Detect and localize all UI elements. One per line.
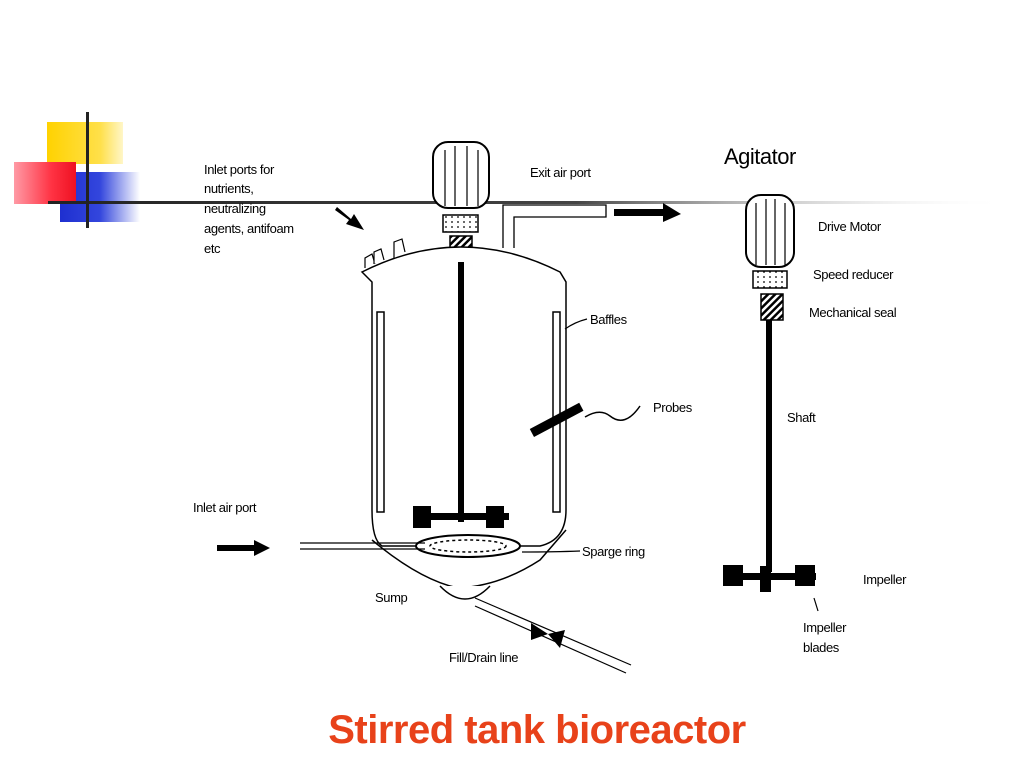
slide-title: Stirred tank bioreactor	[328, 708, 746, 752]
agitator-impeller-blade-right	[795, 565, 815, 586]
agitator	[723, 194, 819, 612]
drain-valve	[531, 623, 565, 648]
inlet-ports-arrow	[335, 207, 364, 230]
tank	[300, 141, 641, 674]
inlet-ports-label-line-3: neutralizing	[204, 201, 266, 216]
speed-reducer-label: Speed reducer	[813, 267, 894, 282]
inlet-ports-label-line-1: Inlet ports for	[204, 162, 275, 177]
tank-speed-reducer	[442, 214, 479, 233]
exit-air-arrow	[614, 203, 681, 222]
leader-lines	[521, 318, 588, 553]
drain-line-bottom	[474, 605, 627, 674]
tank-sump	[439, 585, 491, 600]
drive-motor-label: Drive Motor	[818, 219, 882, 234]
inlet-air-arrow	[217, 540, 270, 556]
inlet-ports-label-line-2: nutrients,	[204, 181, 253, 196]
fill-drain-line-label: Fill/Drain line	[449, 650, 518, 665]
inlet-ports-label-line-5: etc	[204, 241, 221, 256]
sparge-ring-label: Sparge ring	[582, 544, 645, 559]
shaft-label: Shaft	[787, 410, 816, 425]
baffles-label: Baffles	[590, 312, 628, 327]
decor-yellow-block	[47, 122, 123, 164]
baffle-left	[376, 311, 385, 513]
agitator-speed-reducer	[752, 270, 788, 289]
sump-label: Sump	[375, 590, 408, 605]
mechanical-seal-label: Mechanical seal	[809, 305, 897, 320]
probes-label: Probes	[653, 400, 693, 415]
exit-air-port-label: Exit air port	[530, 165, 591, 180]
labels: Inlet ports for nutrients, neutralizing …	[193, 144, 908, 665]
drain-line-top	[474, 597, 632, 666]
baffle-right	[552, 311, 561, 513]
inlet-ports-label-line-4: agents, antifoam	[204, 221, 294, 236]
tank-shaft	[458, 262, 464, 522]
agitator-impeller-blade-left	[723, 565, 743, 586]
tank-impeller-blade-right	[486, 506, 504, 528]
agitator-motor	[745, 194, 795, 268]
impeller-label: Impeller	[863, 572, 907, 587]
impeller-blades-leader	[813, 597, 819, 612]
agitator-mechanical-seal	[760, 293, 784, 321]
tank-motor	[432, 141, 490, 209]
agitator-label: Agitator	[724, 144, 796, 169]
tank-impeller-blade-left	[413, 506, 431, 528]
inlet-air-port-label: Inlet air port	[193, 500, 257, 515]
decor-vertical-rule	[86, 112, 89, 228]
agitator-impeller-blade-mid	[760, 566, 771, 592]
decor-horizontal-rule	[48, 201, 1008, 204]
impeller-blades-label-line-1: Impeller	[803, 620, 847, 635]
impeller-blades-label-line-2: blades	[803, 640, 840, 655]
arrows	[217, 203, 681, 556]
tank-impeller-hub	[413, 513, 509, 520]
exit-air-pipe	[502, 204, 607, 248]
inlet-port-nubs	[364, 238, 406, 268]
corner-decoration	[14, 112, 1008, 228]
agitator-shaft	[766, 320, 772, 572]
probe	[529, 402, 584, 438]
decor-red-block	[14, 162, 76, 204]
probe-cable	[584, 405, 641, 421]
